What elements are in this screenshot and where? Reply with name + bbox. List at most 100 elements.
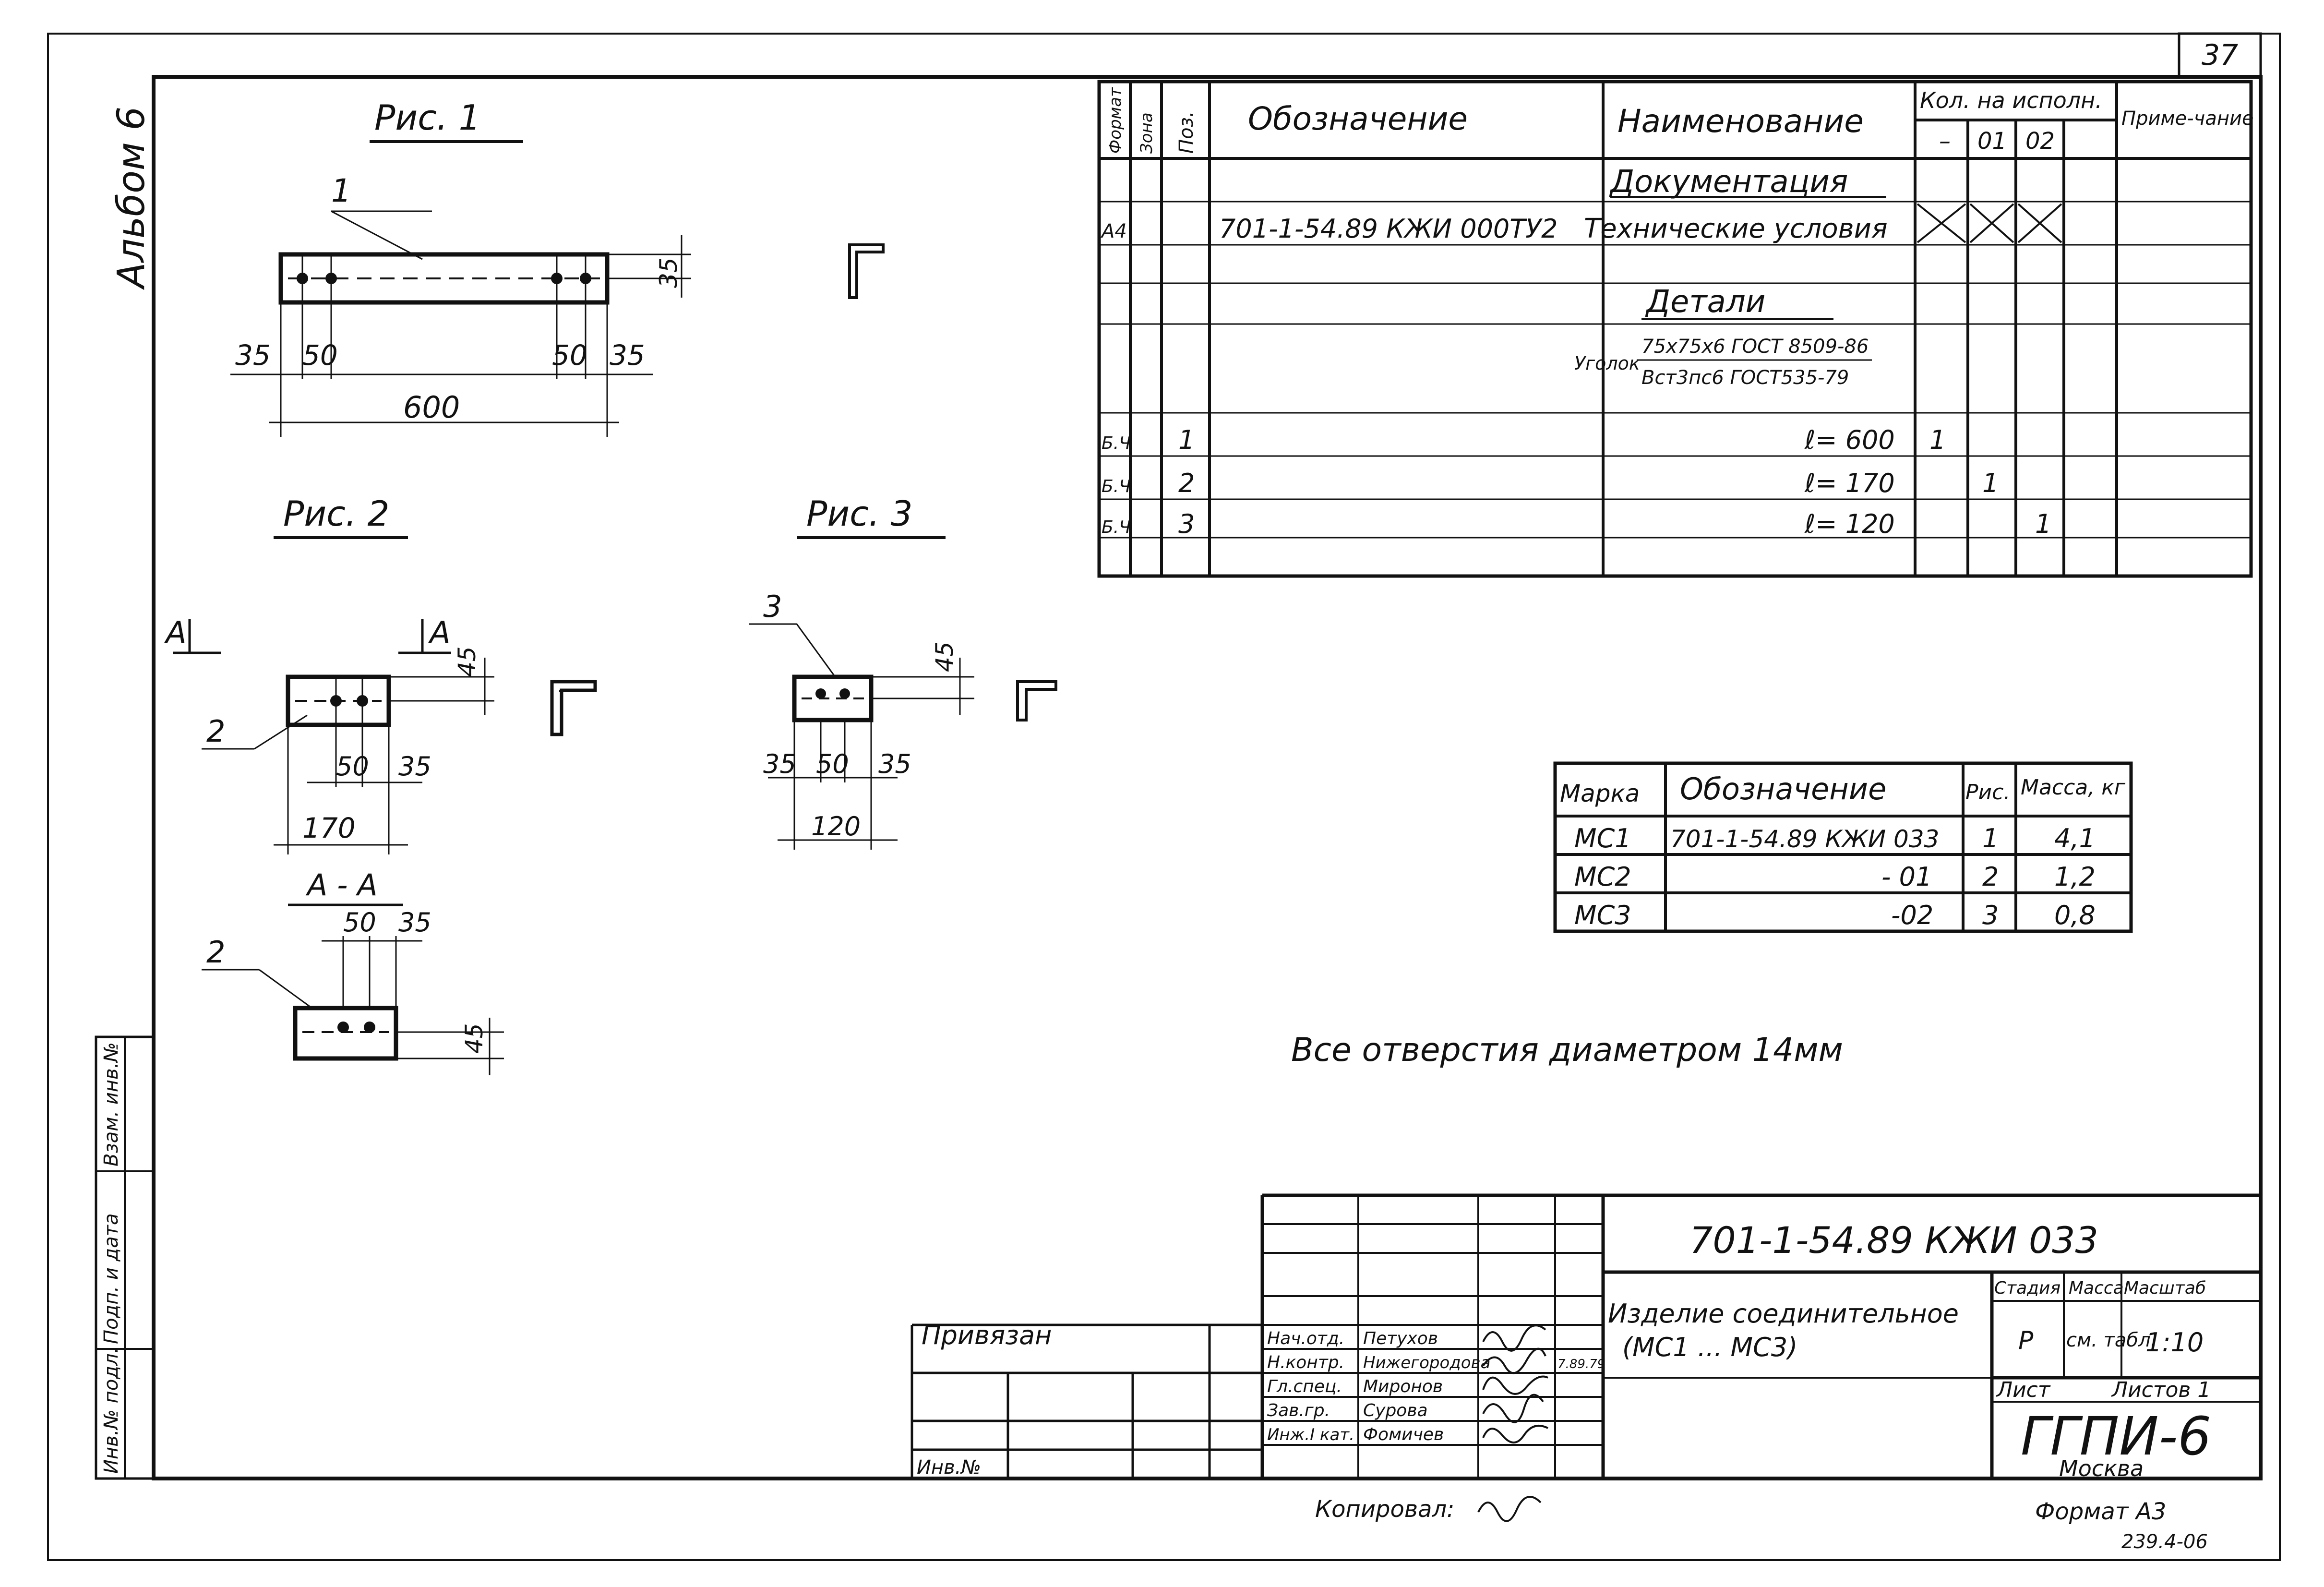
- marks-hdr-mass: Масса, кг: [2021, 775, 2126, 800]
- material-line2: Вст3пс6 ГОСТ535-79: [1641, 367, 1849, 389]
- copier-signature: [1477, 1496, 1542, 1522]
- inner-frame: [152, 75, 2263, 1480]
- bound-label: Привязан: [922, 1320, 1052, 1350]
- marks-row2-fig: 2: [1982, 862, 1999, 892]
- angle-profile-icon-3: [1016, 680, 1057, 721]
- material-line1: 75х75х6 ГОСТ 8509-86: [1641, 336, 1869, 358]
- album-label: Альбом 6: [110, 107, 153, 290]
- outer-border: [47, 33, 2281, 1561]
- sheets-label: Листов 1: [2111, 1378, 2211, 1402]
- row2-qty: 1: [1982, 468, 1999, 498]
- signer-4-role: Зав.гр.: [1267, 1401, 1330, 1420]
- copied-label: Копировал:: [1315, 1496, 1454, 1523]
- doc-format: А4: [1100, 220, 1127, 242]
- figure-2: Рис. 2 А А 2 50 35 170 45 А - А: [164, 493, 597, 1075]
- row1-format: Б.Ч: [1102, 433, 1131, 453]
- section-mark-right: А: [428, 615, 451, 651]
- marks-row1-fig: 1: [1982, 823, 1999, 854]
- row1-name: ℓ= 600: [1804, 425, 1895, 455]
- section-mark-left: А: [164, 615, 187, 651]
- stamp-replace: Взам. инв.№: [100, 1042, 122, 1166]
- signer-2-role: Н.контр.: [1267, 1353, 1344, 1372]
- fig1-title: Рис. 1: [374, 97, 480, 138]
- sheet-label: Лист: [1996, 1378, 2051, 1402]
- row3-qty: 1: [2035, 509, 2051, 539]
- marks-hdr-mark: Марка: [1560, 780, 1640, 807]
- fig1-pos-label: 1: [331, 172, 351, 209]
- hdr-zone: Зона: [1137, 112, 1156, 154]
- mass-value: см. табл.: [2066, 1329, 2156, 1351]
- fig3-dim-120: 120: [811, 811, 861, 842]
- fig1-dim-35b: 35: [610, 339, 645, 372]
- section-aa-title: А - А: [305, 867, 378, 902]
- signer-5-role: Инж.I кат.: [1267, 1425, 1354, 1444]
- fig3-dim-45: 45: [931, 641, 958, 672]
- marks-row3-mark: МС3: [1574, 900, 1631, 930]
- marks-table: Марка Обозначение Рис. Масса, кг МС1 701…: [1553, 761, 2133, 933]
- signatures: [1482, 1324, 1548, 1443]
- fig2-title: Рис. 2: [283, 493, 389, 534]
- marks-row2-mass: 1,2: [2054, 862, 2096, 892]
- organization: ГГПИ-6: [2021, 1406, 2211, 1467]
- hdr-qty-col-2: 02: [2025, 128, 2055, 155]
- signer-1-role: Нач.отд.: [1267, 1329, 1344, 1348]
- fig1-dim-50a: 50: [302, 339, 338, 372]
- mass-label: Масса: [2069, 1278, 2124, 1298]
- fig2-dim-170: 170: [302, 812, 356, 844]
- section-dim-35: 35: [398, 907, 431, 938]
- fig3-title: Рис. 3: [806, 493, 912, 534]
- row2-name: ℓ= 170: [1804, 468, 1895, 498]
- section-aa-part: [293, 1006, 398, 1061]
- hdr-designation: Обозначение: [1248, 100, 1468, 137]
- hdr-qty: Кол. на исполн.: [1920, 87, 2102, 113]
- fig2-dim-50: 50: [336, 751, 369, 781]
- row3-pos: 3: [1178, 509, 1195, 539]
- sign-date: 7.89.79: [1557, 1357, 1605, 1371]
- section-parts: Детали: [1645, 284, 1765, 320]
- hdr-pos: Поз.: [1175, 111, 1198, 154]
- signer-4-name: Сурова: [1363, 1401, 1428, 1420]
- fig3-dim-35b: 35: [878, 749, 911, 779]
- section-dim-45: 45: [460, 1023, 488, 1054]
- marks-hdr-fig: Рис.: [1965, 780, 2010, 805]
- signer-3-name: Миронов: [1363, 1377, 1443, 1396]
- section-dim-50: 50: [343, 907, 376, 938]
- marks-row1-mark: МС1: [1574, 823, 1631, 854]
- signer-1-name: Петухов: [1363, 1329, 1438, 1348]
- row3-format: Б.Ч: [1102, 517, 1131, 537]
- fig1-dim-35c: 35: [655, 257, 683, 288]
- marks-row1-mass: 4,1: [2054, 823, 2096, 854]
- sheet-number: 37: [2202, 38, 2238, 72]
- fig1-dim-600: 600: [403, 390, 460, 425]
- spec-table: Формат Зона Поз. Обозначение Наименовани…: [1097, 80, 2254, 578]
- drawing-title-1: Изделие соединительное: [1608, 1298, 1959, 1329]
- hdr-qty-col-0: –: [1939, 128, 1951, 155]
- marks-row3-fig: 3: [1982, 900, 1999, 930]
- row2-pos: 2: [1178, 468, 1195, 498]
- inv-label: Инв.№: [917, 1456, 981, 1479]
- fig3-dim-35a: 35: [763, 749, 796, 779]
- stage-label: Стадия: [1994, 1278, 2060, 1298]
- hdr-name: Наименование: [1617, 103, 1864, 140]
- hdr-format: Формат: [1106, 87, 1125, 154]
- doc-qty-crosses: [1917, 203, 2062, 243]
- drawing-code: 701-1-54.89 КЖИ 033: [1689, 1219, 2098, 1262]
- scale-label: Масштаб: [2124, 1278, 2206, 1298]
- fig2-pos-label: 2: [206, 714, 225, 749]
- sheet-number-box: [2178, 32, 2262, 78]
- row2-format: Б.Ч: [1102, 477, 1131, 496]
- row1-pos: 1: [1178, 425, 1195, 455]
- scale-value: 1:10: [2145, 1327, 2204, 1358]
- marks-row3-mass: 0,8: [2054, 900, 2096, 930]
- row3-name: ℓ= 120: [1804, 509, 1895, 539]
- fig2-dim-45: 45: [453, 646, 481, 677]
- fig2-dim-35: 35: [398, 751, 431, 781]
- general-note: Все отверстия диаметром 14мм: [1291, 1031, 1843, 1069]
- section-docs: Документация: [1609, 164, 1848, 200]
- row1-qty: 1: [1929, 425, 1946, 455]
- fig1-dim-35a: 35: [235, 339, 271, 372]
- signer-3-role: Гл.спец.: [1267, 1377, 1342, 1396]
- hdr-qty-col-1: 01: [1977, 128, 2007, 155]
- signer-2-name: Нижегородова: [1363, 1353, 1490, 1372]
